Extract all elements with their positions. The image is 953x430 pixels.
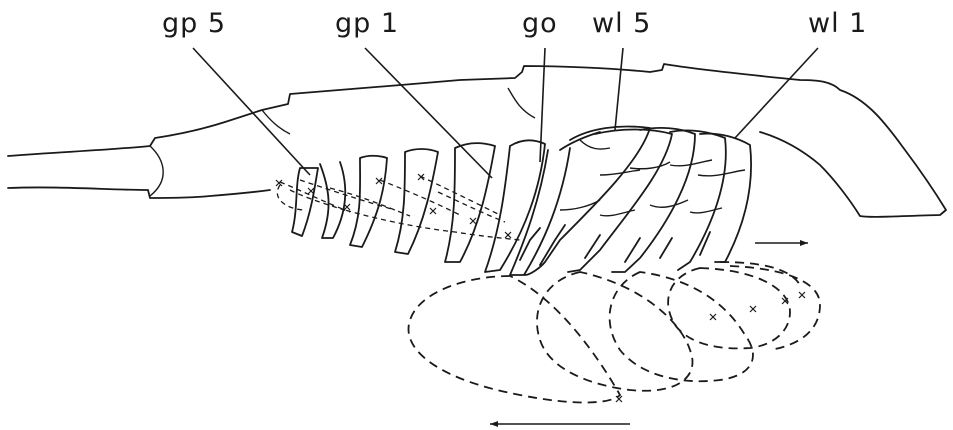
label-wl1: wl 1 bbox=[808, 8, 867, 39]
loop-markers bbox=[616, 292, 805, 402]
walking-leg-series bbox=[520, 127, 751, 276]
leader-wl5 bbox=[615, 48, 623, 130]
label-gp1: gp 1 bbox=[335, 8, 399, 39]
gonopod-motion-paths bbox=[277, 176, 520, 240]
direction-arrow-right bbox=[755, 240, 808, 246]
body-outline bbox=[8, 64, 946, 217]
leader-gp5 bbox=[193, 48, 310, 175]
direction-arrow-left bbox=[490, 421, 630, 427]
leader-lines bbox=[193, 48, 818, 178]
label-wl5: wl 5 bbox=[592, 8, 651, 39]
leader-wl1 bbox=[735, 48, 818, 138]
label-go: go bbox=[522, 8, 558, 39]
leader-gp1 bbox=[365, 48, 492, 178]
leg-motion-loops bbox=[408, 262, 820, 403]
label-gp5: gp 5 bbox=[162, 8, 226, 39]
gonopod-series bbox=[292, 140, 570, 275]
